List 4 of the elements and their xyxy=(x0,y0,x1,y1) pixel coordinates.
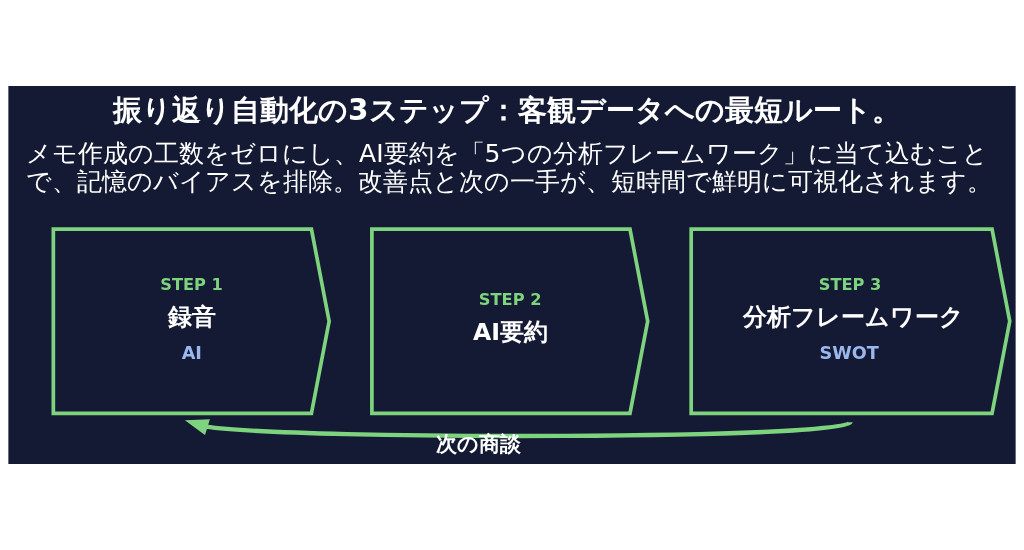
diagram-title: 振り返り自動化の3ステップ：客観データへの最短ルート。 xyxy=(113,92,901,127)
edge-label: 次の商談 xyxy=(435,432,521,457)
label: メモ作成の工数をゼロにし、AI要約を「5つの分析フレームワーク」に当て込むことで、記憶のバイアスを排除。改善点と次の一手が、短時間で鮮明に可視化されます。 xyxy=(26,139,993,197)
arrow xyxy=(184,419,852,439)
